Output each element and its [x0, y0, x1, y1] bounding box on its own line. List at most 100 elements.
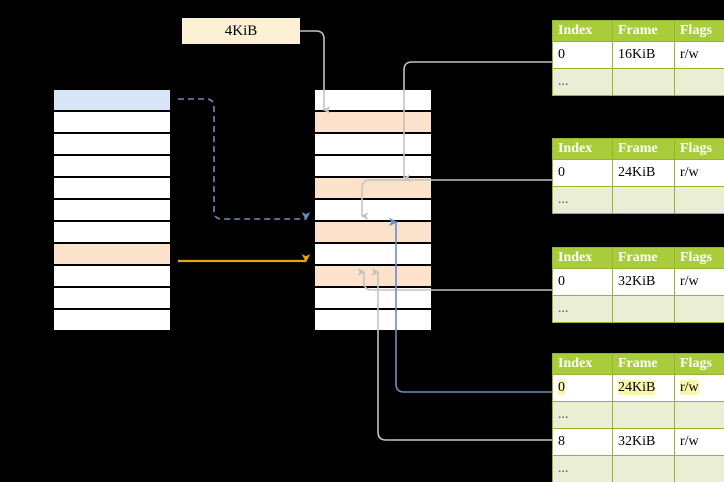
table-cell	[674, 295, 724, 323]
table-cell: r/w	[674, 428, 724, 456]
cell-value: 24KiB	[618, 165, 656, 180]
table-cell: 0	[552, 268, 613, 296]
cell-value: r/w	[680, 380, 699, 395]
table-cell: ...	[552, 186, 613, 214]
table-row: ...	[552, 68, 724, 96]
table-row: 0 32KiB r/w	[552, 268, 724, 296]
table-cell	[612, 401, 675, 429]
cell-value: 16KiB	[618, 47, 656, 62]
table-cell: 32KiB	[612, 268, 675, 296]
cell-value: 0	[558, 47, 565, 62]
table-cell: ...	[552, 68, 613, 96]
table-cell: 16KiB	[612, 41, 675, 69]
memory-slot	[313, 242, 433, 266]
table-cell	[612, 455, 675, 482]
cell-value: ...	[558, 461, 569, 476]
column-header-flags: Flags	[674, 247, 724, 269]
cell-value: 32KiB	[618, 274, 656, 289]
table-cell: 0	[552, 159, 613, 187]
column-header-index: Index	[552, 247, 613, 269]
memory-slot	[313, 264, 433, 288]
table-cell	[674, 68, 724, 96]
table-cell	[674, 186, 724, 214]
column-header-frame: Frame	[612, 247, 675, 269]
table-cell	[674, 401, 724, 429]
table-cell: ...	[552, 401, 613, 429]
table-cell: 32KiB	[612, 428, 675, 456]
memory-slot	[52, 132, 172, 156]
table-row: 8 32KiB r/w	[552, 428, 724, 456]
page-size-text: 4KiB	[224, 22, 258, 39]
table-cell: r/w	[674, 374, 724, 402]
memory-slot	[52, 242, 172, 266]
column-header-flags: Flags	[674, 138, 724, 160]
table-cell	[612, 68, 675, 96]
column-header-flags: Flags	[674, 20, 724, 42]
memory-slot	[313, 176, 433, 200]
cell-value: r/w	[680, 165, 699, 180]
cell-value: ...	[558, 407, 569, 422]
column-header-frame: Frame	[612, 20, 675, 42]
cell-value: 0	[558, 380, 565, 395]
table-row: ...	[552, 186, 724, 214]
table-row: 0 24KiB r/w	[552, 159, 724, 187]
column-header-frame: Frame	[612, 353, 675, 375]
cell-value: 8	[558, 434, 565, 449]
physical-memory-column	[313, 88, 433, 332]
cell-value: r/w	[680, 274, 699, 289]
wire-left-blue-to-middle	[178, 98, 311, 221]
column-header-index: Index	[552, 353, 613, 375]
memory-slot	[52, 88, 172, 112]
page-size-label: 4KiB	[182, 18, 300, 44]
table-cell: r/w	[674, 159, 724, 187]
virtual-address-space-column	[52, 88, 172, 332]
table-row: ...	[552, 295, 724, 323]
memory-slot	[313, 286, 433, 310]
memory-slot	[52, 110, 172, 134]
memory-slot	[52, 198, 172, 222]
memory-slot	[52, 176, 172, 200]
memory-slot	[313, 308, 433, 332]
table-cell	[612, 186, 675, 214]
cell-value: ...	[558, 74, 569, 89]
memory-slot	[52, 286, 172, 310]
column-header-index: Index	[552, 138, 613, 160]
column-header-flags: Flags	[674, 353, 724, 375]
cell-value: 0	[558, 165, 565, 180]
table-cell: ...	[552, 455, 613, 482]
table-cell: ...	[552, 295, 613, 323]
cell-value: ...	[558, 301, 569, 316]
cell-value: r/w	[680, 434, 699, 449]
column-header-frame: Frame	[612, 138, 675, 160]
table-cell	[612, 295, 675, 323]
memory-slot	[52, 308, 172, 332]
table-cell: r/w	[674, 268, 724, 296]
table-cell: 24KiB	[612, 159, 675, 187]
memory-slot	[52, 154, 172, 178]
memory-slot	[313, 154, 433, 178]
cell-value: r/w	[680, 47, 699, 62]
cell-value: ...	[558, 192, 569, 207]
table-cell: r/w	[674, 41, 724, 69]
cell-value: 24KiB	[618, 380, 656, 395]
memory-slot	[313, 88, 433, 112]
memory-slot	[52, 264, 172, 288]
table-cell: 0	[552, 41, 613, 69]
cell-value: 0	[558, 274, 565, 289]
memory-slot	[313, 198, 433, 222]
table-cell: 8	[552, 428, 613, 456]
table-row: ...	[552, 401, 724, 429]
cell-value: 32KiB	[618, 434, 656, 449]
table-row: 0 16KiB r/w	[552, 41, 724, 69]
table-cell	[674, 455, 724, 482]
table-cell: 24KiB	[612, 374, 675, 402]
table-cell: 0	[552, 374, 613, 402]
column-header-index: Index	[552, 20, 613, 42]
memory-slot	[52, 220, 172, 244]
memory-slot	[313, 110, 433, 134]
memory-slot	[313, 220, 433, 244]
